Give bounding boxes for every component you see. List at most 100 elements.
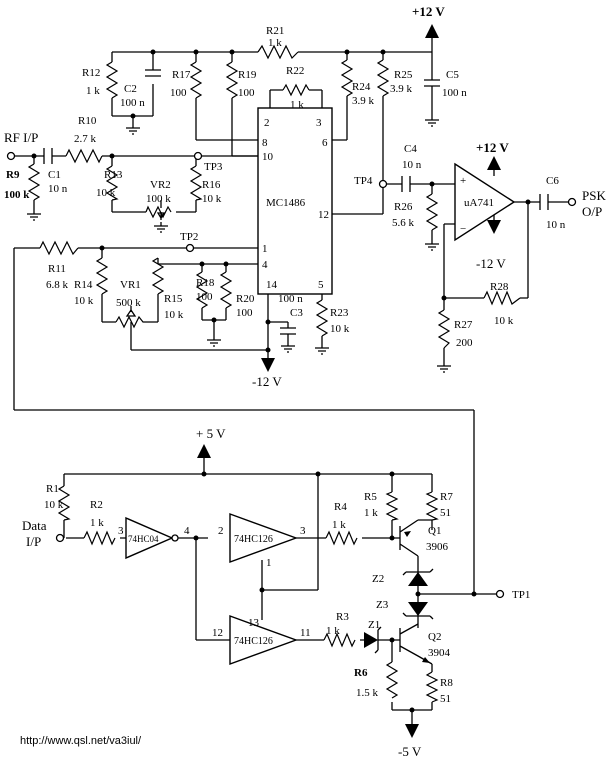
- r18-name: R18: [196, 277, 215, 289]
- r11-name: R11: [48, 263, 66, 275]
- r3: [323, 632, 356, 648]
- r9-value: 100 k: [4, 189, 30, 201]
- r20-name: R20: [236, 293, 255, 305]
- r28-name: R28: [490, 281, 509, 293]
- r16: [189, 165, 203, 201]
- vcc5-arrow: [197, 444, 211, 458]
- pin-label: 14: [266, 279, 278, 291]
- r27: [437, 309, 451, 349]
- tp1-point[interactable]: [495, 589, 505, 599]
- pin-label: 12: [212, 627, 223, 639]
- r9-name: R9: [6, 169, 20, 181]
- data-input-terminal[interactable]: [55, 533, 65, 543]
- r7-name: R7: [440, 491, 453, 503]
- vcc12-op-label: +12 V: [476, 140, 509, 155]
- vee12-label: -12 V: [252, 374, 282, 389]
- pin-label: 8: [262, 137, 268, 149]
- rf-input-terminal[interactable]: [6, 151, 16, 161]
- c4: [401, 176, 411, 192]
- pin-label: 10: [262, 151, 274, 163]
- psk-output-terminal[interactable]: [567, 197, 577, 207]
- r16-name: R16: [202, 179, 221, 191]
- url-footer: http://www.qsl.net/va3iul/: [20, 735, 142, 747]
- c2: [145, 69, 161, 77]
- inv-label: 74HC04: [128, 534, 159, 544]
- r28-value: 10 k: [494, 315, 514, 327]
- 74hc126-buffer-2: [229, 615, 299, 665]
- r3-value: 1 k: [326, 625, 340, 637]
- r10-name: R10: [78, 115, 97, 127]
- z3-diode: [408, 602, 428, 616]
- r8-name: R8: [440, 677, 453, 689]
- r20: [219, 271, 233, 309]
- pin-label: 3: [300, 525, 306, 537]
- c1-value: 10 n: [48, 183, 68, 195]
- pin-label: −: [460, 223, 466, 235]
- r1-value: 10 k: [44, 499, 64, 511]
- 74hc126-buffer-1: [229, 513, 299, 563]
- c5: [424, 79, 440, 87]
- r17-name: R17: [172, 69, 191, 81]
- tp4-point[interactable]: [378, 179, 388, 189]
- c6-value: 10 n: [546, 219, 566, 231]
- vcc12-op-arrow: [487, 156, 501, 170]
- ua741-opamp: [454, 162, 516, 242]
- zener-diodes: [364, 568, 434, 654]
- r3-name: R3: [336, 611, 349, 623]
- pin-label: +: [460, 175, 466, 187]
- vee12-arrow: [261, 358, 275, 372]
- r5-value: 1 k: [364, 507, 378, 519]
- q1-value: 3906: [426, 541, 449, 553]
- q2-value: 3904: [428, 647, 451, 659]
- z1-diode: [364, 632, 378, 648]
- psk-label-2: O/P: [582, 204, 602, 219]
- q1-name: Q1: [428, 525, 441, 537]
- c2-value: 100 n: [120, 97, 145, 109]
- r2: [83, 530, 116, 546]
- c3-name: C3: [290, 307, 303, 319]
- r18-value: 100: [196, 291, 213, 303]
- c1: [43, 148, 53, 164]
- vee12-op-label: -12 V: [476, 256, 506, 271]
- buf1-label: 74HC126: [234, 534, 273, 545]
- r15: [151, 257, 165, 295]
- c4-name: C4: [404, 143, 417, 155]
- r23: [315, 299, 329, 337]
- tp3-point[interactable]: [193, 151, 203, 161]
- r1-name: R1: [46, 483, 59, 495]
- pin-label: 1: [262, 243, 268, 255]
- pin-label: 5: [318, 279, 324, 291]
- labels: +12 V +12 V -12 V -12 V + 5 V -5 V RF I/…: [4, 4, 606, 759]
- r7: [425, 491, 439, 521]
- r24-name: R24: [352, 81, 371, 93]
- r25: [376, 59, 390, 97]
- bottom-resistors: [57, 485, 439, 703]
- pin-label: 11: [300, 627, 311, 639]
- r15-value: 10 k: [164, 309, 184, 321]
- tp2-point[interactable]: [185, 243, 195, 253]
- vr2-value: 100 k: [146, 193, 171, 205]
- pin-label: 3: [118, 525, 124, 537]
- pin-label: 4: [262, 259, 268, 271]
- r24-value: 3.9 k: [352, 95, 375, 107]
- r13: [105, 165, 119, 201]
- r4-value: 1 k: [332, 519, 346, 531]
- pin-label: 6: [322, 137, 328, 149]
- r4: [325, 530, 358, 546]
- r18: [195, 271, 209, 309]
- pin-label: 3: [316, 117, 322, 129]
- tp1-label: TP1: [512, 589, 530, 601]
- r21-name: R21: [266, 25, 284, 37]
- ua741-label: uA741: [464, 197, 494, 209]
- r6-value: 1.5 k: [356, 687, 379, 699]
- r21: [257, 44, 299, 60]
- r19: [225, 61, 239, 99]
- data-label-2: I/P: [26, 534, 41, 549]
- r6: [385, 661, 399, 699]
- z2-diode: [408, 572, 428, 586]
- vee5-label: -5 V: [398, 744, 422, 759]
- bottom-wiring: [63, 456, 474, 726]
- r14-name: R14: [74, 279, 93, 291]
- r27-value: 200: [456, 337, 473, 349]
- c5-value: 100 n: [442, 87, 467, 99]
